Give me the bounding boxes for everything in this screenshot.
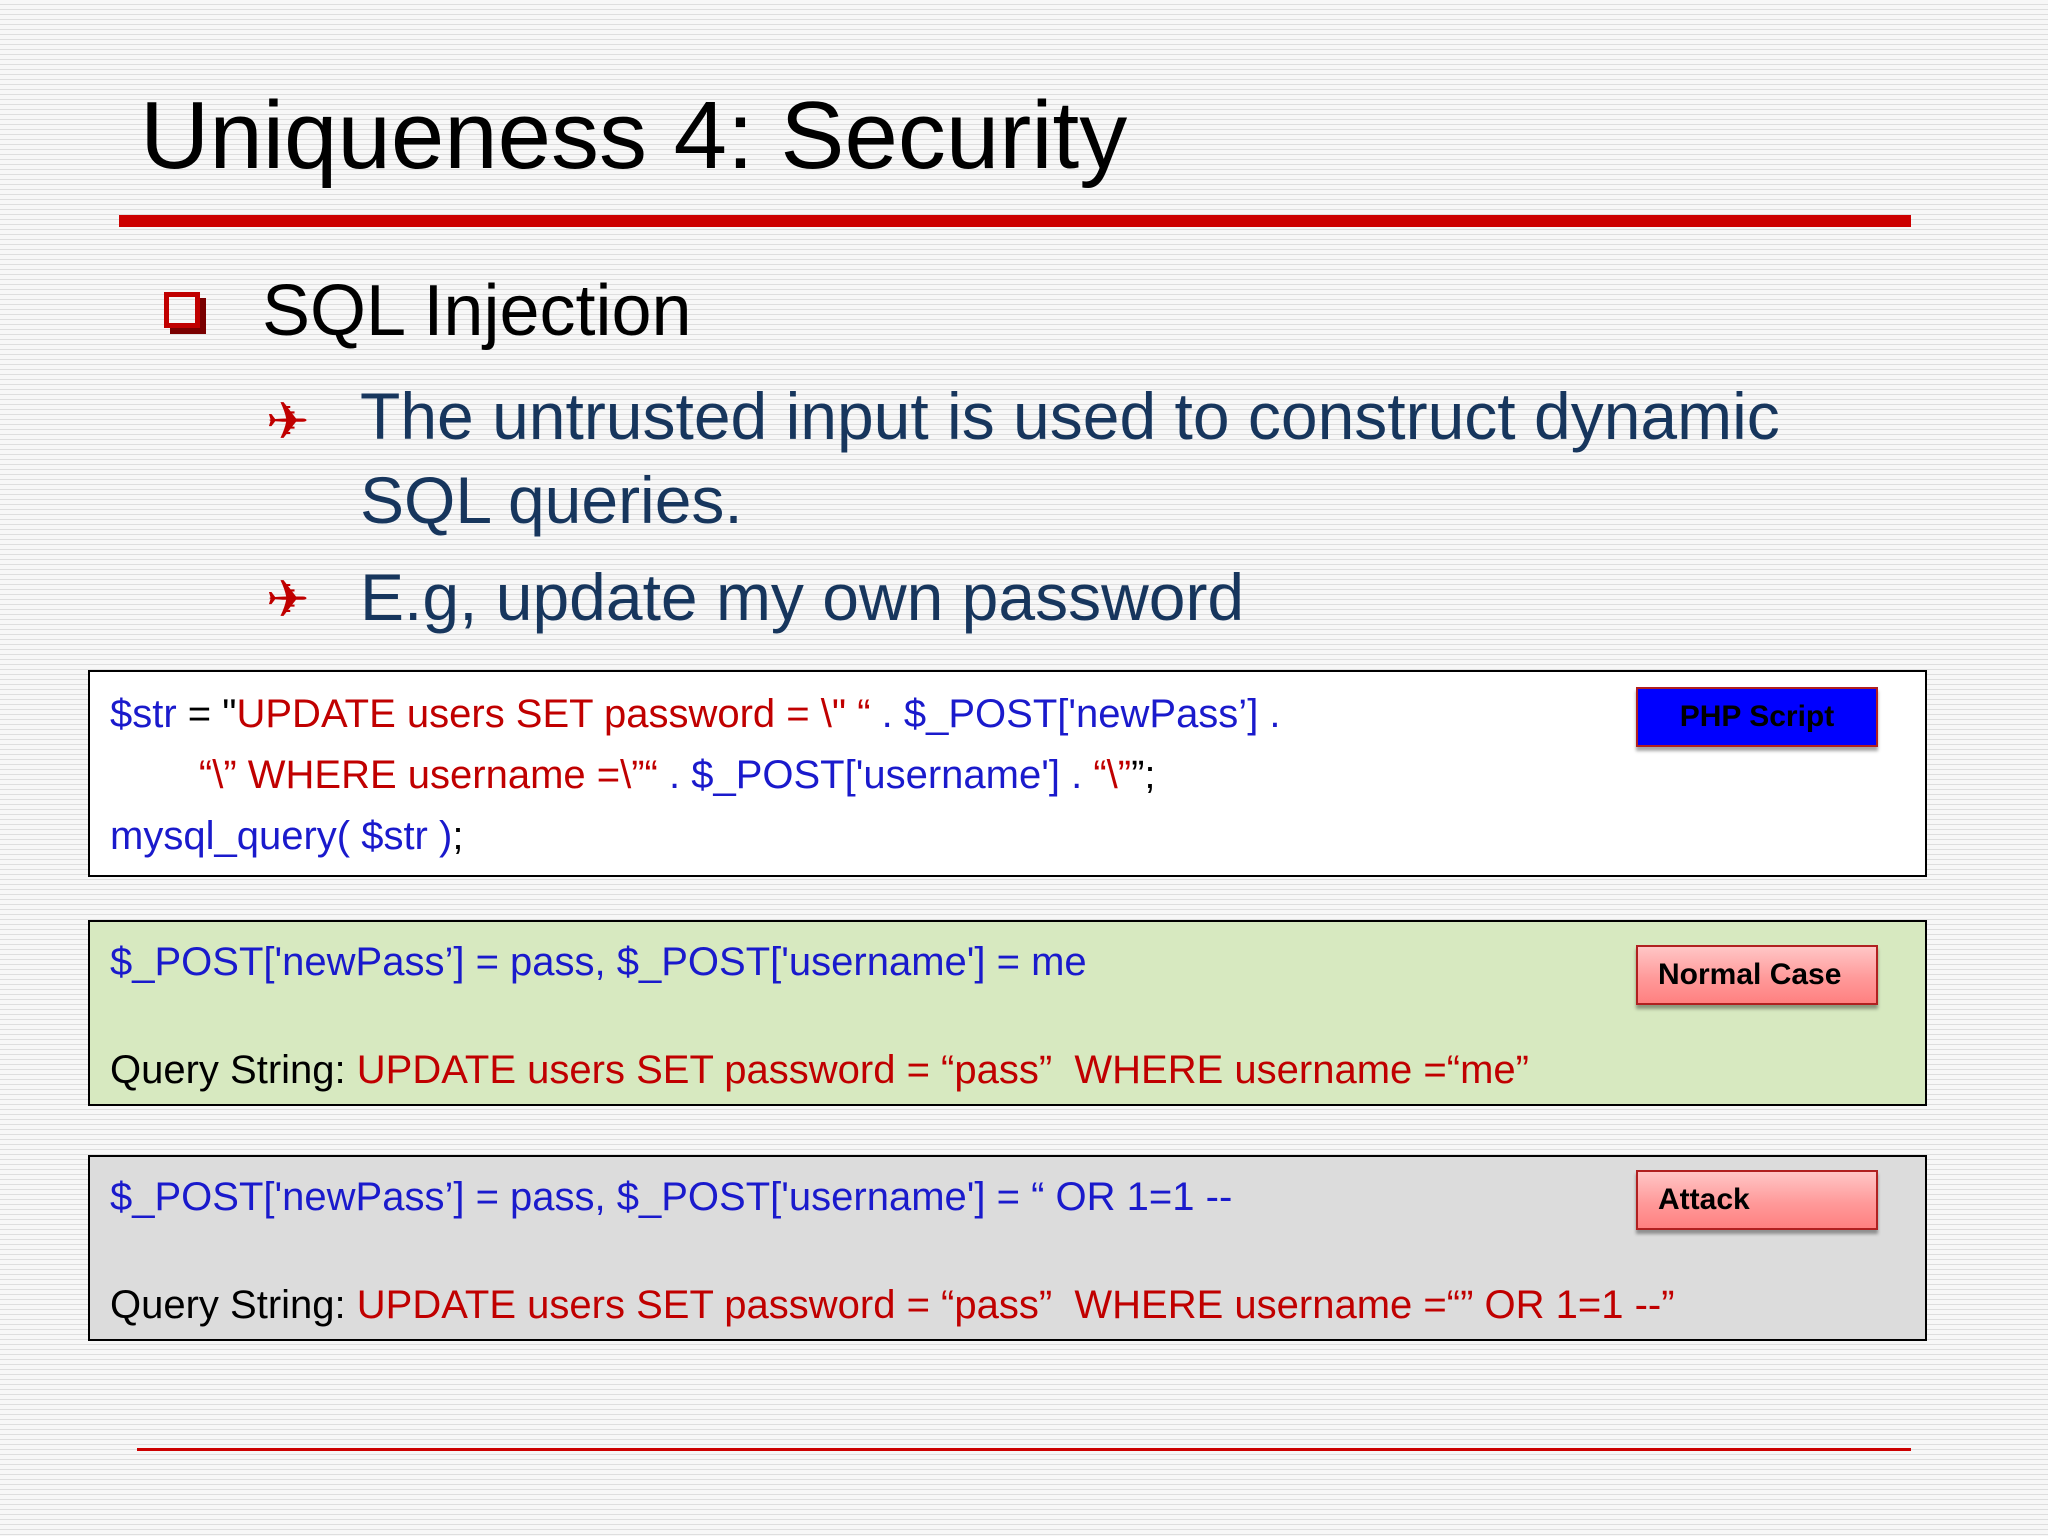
code-call: mysql_query( $str ) [110,814,453,858]
normal-input-line: $_POST['newPass’] = pass, $_POST['userna… [110,940,1087,984]
code-post: . $_POST['newPass’] . [870,692,1281,736]
footer-divider [137,1448,1911,1451]
code-post: . $_POST['username'] . [657,753,1094,797]
code-end: ”; [1131,753,1156,797]
query-label: Query String: [110,1283,357,1327]
query-label: Query String: [110,1048,357,1092]
query-string: UPDATE users SET password = “pass” WHERE… [356,1048,1529,1092]
bullet-sql-injection: SQL Injection [262,271,692,351]
query-string: UPDATE users SET password = “pass” WHERE… [356,1283,1675,1327]
code-assign: = " [176,692,237,736]
php-script-tag: PHP Script [1636,687,1878,747]
slide-title: Uniqueness 4: Security [140,82,1128,189]
title-divider [119,215,1911,227]
normal-case-tag: Normal Case [1636,945,1878,1005]
code-indent [110,753,199,797]
arrow-bullet-icon: ✈ [266,571,310,629]
code-line-1: $str = "UPDATE users SET password = \" “… [110,684,1281,745]
code-sql: “\” WHERE username =\”“ [198,753,658,797]
sub-bullet-example: E.g, update my own password [360,560,1245,634]
php-script-box: $str = "UPDATE users SET password = \" “… [88,670,1927,877]
code-line-2: “\” WHERE username =\”“ . $_POST['userna… [110,745,1156,806]
sub-bullet-untrusted-input: The untrusted input is used to construct… [360,379,1780,537]
attack-box: $_POST['newPass’] = pass, $_POST['userna… [88,1155,1927,1341]
code-sql: “\” [1093,753,1132,797]
attack-query-line: Query String: UPDATE users SET password … [110,1275,1675,1336]
arrow-bullet-icon: ✈ [266,393,310,451]
attack-input-line: $_POST['newPass’] = pass, $_POST['userna… [110,1175,1233,1219]
square-bullet-icon [164,292,200,328]
code-end: ; [452,814,464,858]
normal-query-line: Query String: UPDATE users SET password … [110,1040,1529,1101]
attack-tag: Attack [1636,1170,1878,1230]
normal-case-box: $_POST['newPass’] = pass, $_POST['userna… [88,920,1927,1106]
code-sql: UPDATE users SET password = \" “ [236,692,871,736]
code-var: $str [110,692,177,736]
code-line-3: mysql_query( $str ); [110,806,463,867]
